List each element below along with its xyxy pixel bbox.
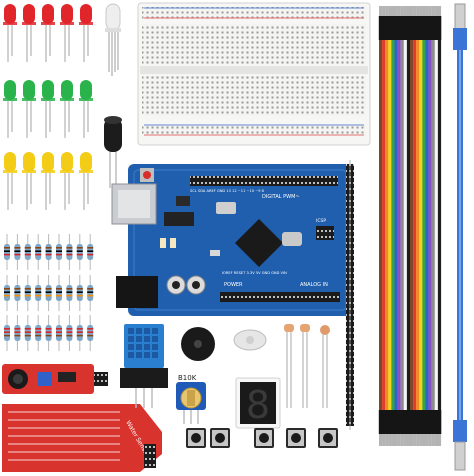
jumper-wire (400, 6, 405, 446)
resistor (66, 275, 73, 311)
led (60, 80, 74, 138)
breadboard (137, 2, 371, 146)
resistor (14, 234, 21, 270)
push-button (186, 428, 206, 448)
jumper-wire (409, 6, 414, 446)
jumper-wire (416, 6, 420, 446)
microcontroller-chip (234, 218, 284, 268)
jumper-wire (428, 6, 432, 446)
jumper-wire (412, 6, 417, 446)
resistor (87, 234, 94, 270)
led (60, 152, 74, 210)
pin-header-strip (346, 160, 354, 430)
resistor (87, 275, 94, 311)
resistor (66, 234, 73, 270)
arduino-uno-board: DIGITAL PWM~ POWER ANALOG IN ICSP SCL SD… (111, 164, 352, 316)
resistor (45, 234, 52, 270)
digital-label: DIGITAL PWM~ (262, 194, 300, 200)
resistor (35, 315, 42, 351)
active-buzzer (104, 116, 122, 188)
led (22, 80, 36, 138)
led (22, 152, 36, 210)
jumper-wire (385, 6, 389, 446)
jumper-wire (425, 6, 429, 446)
icsp-label: ICSP (316, 218, 326, 224)
led (3, 80, 17, 138)
resistor (56, 315, 62, 351)
resistor (24, 315, 31, 351)
jumper-wire (381, 6, 386, 446)
pin-labels-bottom: IOREF RESET 3.3V 5V GND GND VIN (222, 271, 287, 275)
seven-segment-digit: 8 (246, 383, 270, 427)
power-label: POWER (224, 282, 243, 288)
jumper-wire (394, 6, 398, 446)
sound-sensor-module (2, 364, 108, 394)
resistor (45, 275, 52, 311)
resistor (24, 234, 31, 270)
rgb-led (105, 3, 121, 76)
water-level-sensor: Water Sensor (2, 404, 162, 472)
potentiometer-label: B10K (178, 374, 197, 382)
jumper-wire (406, 6, 411, 446)
push-buttons (186, 428, 338, 448)
resistor (35, 234, 42, 270)
seven-segment-display: 8 (235, 377, 281, 429)
led (41, 4, 55, 62)
resistor (76, 275, 83, 311)
led-group (3, 4, 93, 210)
jumper-wire (422, 6, 426, 446)
potentiometer: B10K (176, 374, 206, 424)
led (22, 4, 36, 62)
jumper-wire (378, 6, 383, 446)
jumper-wire (431, 6, 436, 446)
resistor (76, 234, 83, 270)
resistor-group (4, 234, 94, 351)
photoresistors (284, 324, 330, 408)
resistor (66, 315, 73, 351)
ir-receiver (233, 329, 267, 351)
push-button (318, 428, 338, 448)
led (3, 4, 17, 62)
resistor (14, 275, 21, 311)
usb-cable (453, 3, 467, 471)
jumper-wire (419, 6, 423, 446)
push-button (254, 428, 274, 448)
resistor (14, 315, 21, 351)
resistor (45, 315, 52, 351)
analog-label: ANALOG IN (300, 282, 328, 288)
pin-labels-top: SCL SDA AREF GND 13 12 ~11 ~10 ~9 8 (190, 189, 265, 193)
jumper-wire (397, 6, 401, 446)
jumper-wire (403, 6, 408, 446)
resistor (56, 234, 62, 270)
resistor (56, 275, 62, 311)
push-button (210, 428, 230, 448)
jumper-wire (391, 6, 395, 446)
resistor (87, 315, 94, 351)
resistor (4, 275, 10, 311)
resistor (35, 275, 42, 311)
push-button (286, 428, 306, 448)
resistor (24, 275, 31, 311)
led (79, 152, 93, 210)
jumper-wires (378, 6, 442, 446)
resistor (76, 315, 83, 351)
dht11-sensor (120, 324, 168, 408)
led (41, 80, 55, 138)
resistor (4, 315, 10, 351)
power-jack (116, 276, 158, 308)
led (3, 152, 17, 210)
passive-buzzer (181, 327, 215, 361)
jumper-wire (437, 6, 442, 446)
led (79, 4, 93, 62)
jumper-wire (388, 6, 392, 446)
led (60, 4, 74, 62)
resistor (4, 234, 10, 270)
led (79, 80, 93, 138)
led (41, 152, 55, 210)
jumper-wire (434, 6, 439, 446)
